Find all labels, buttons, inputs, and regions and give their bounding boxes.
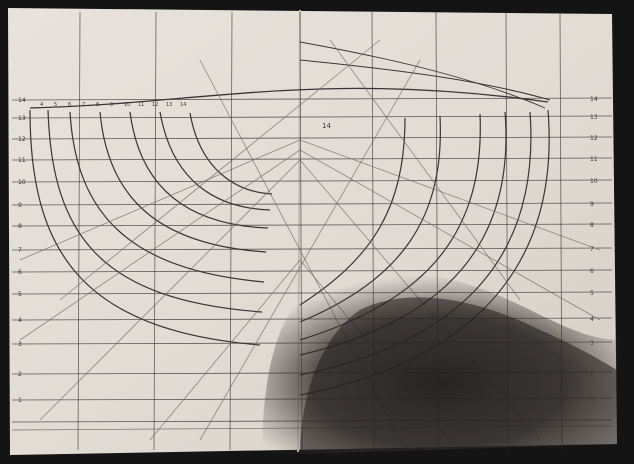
waterline: [11, 136, 613, 140]
station-line: [153, 11, 157, 451]
waterline: [11, 157, 613, 161]
waterline: [11, 202, 613, 206]
diagonal-line: [299, 149, 601, 321]
left-station-label: 7: [18, 247, 22, 254]
hull-section-curve: [69, 111, 265, 283]
waterline: [11, 97, 613, 101]
top-tick-label: 13: [166, 102, 172, 108]
right-station-label: 6: [590, 268, 594, 275]
top-tick-label: 12: [152, 102, 158, 108]
hull-section-curve: [29, 109, 261, 346]
top-tick-label: 14: [180, 102, 186, 108]
hull-section-curve: [159, 111, 271, 211]
top-tick-label: 4: [40, 102, 43, 108]
right-station-label: 9: [590, 201, 594, 208]
right-station-label: 4: [590, 316, 594, 323]
station-line: [77, 11, 81, 451]
right-station-label: 5: [590, 290, 594, 297]
sheer-line: [299, 59, 551, 101]
waterline: [11, 179, 613, 183]
top-tick-label: 8: [96, 102, 99, 108]
right-station-label: 13: [590, 114, 598, 121]
diagonal-line: [329, 39, 521, 301]
hull-section-curve: [129, 111, 269, 229]
diagonal-line: [199, 59, 421, 441]
left-station-label: 11: [18, 157, 26, 164]
left-station-label: 10: [18, 179, 26, 186]
left-station-label: 3: [18, 341, 22, 348]
diagonal-line: [19, 149, 301, 341]
top-tick-label: 5: [54, 102, 57, 108]
top-tick-label: 9: [110, 102, 113, 108]
station-line: [229, 11, 233, 451]
diagonal-line: [299, 139, 601, 251]
waterline: [11, 115, 613, 119]
hull-section-curve: [47, 109, 263, 313]
right-station-label: 14: [590, 96, 598, 103]
left-station-label: 1: [18, 397, 22, 404]
right-station-label: 12: [590, 135, 598, 142]
top-tick-label: 10: [124, 102, 130, 108]
diagonal-line: [149, 259, 301, 441]
right-station-label: 2: [590, 370, 594, 377]
left-station-label: 6: [18, 269, 22, 276]
left-station-label: 9: [18, 202, 22, 209]
right-station-label: 11: [590, 156, 598, 163]
right-station-label: 8: [590, 222, 594, 229]
right-station-label: 1: [590, 396, 594, 403]
diagonal-line: [59, 39, 381, 301]
left-station-label: 12: [18, 136, 26, 143]
left-station-label: 2: [18, 371, 22, 378]
left-station-label: 14: [18, 97, 26, 104]
left-station-label: 8: [18, 223, 22, 230]
top-tick-label: 6: [68, 102, 71, 108]
diagonal-line: [19, 139, 301, 261]
right-station-label: 10: [590, 178, 598, 185]
waterline: [11, 223, 613, 227]
diagonal-line: [39, 159, 301, 421]
right-station-label: 3: [590, 340, 594, 347]
left-station-label: 5: [18, 291, 22, 298]
top-tick-label: 7: [82, 102, 85, 108]
left-station-label: 13: [18, 115, 26, 122]
camera-shadow-core: [300, 297, 617, 452]
sheer-line: [29, 87, 549, 109]
left-station-label: 4: [18, 317, 22, 324]
center-mark-label: 14: [322, 122, 331, 130]
top-tick-label: 11: [138, 102, 144, 108]
hull-section-curve: [99, 111, 267, 253]
right-station-label: 7: [590, 246, 594, 253]
waterline: [11, 247, 613, 251]
